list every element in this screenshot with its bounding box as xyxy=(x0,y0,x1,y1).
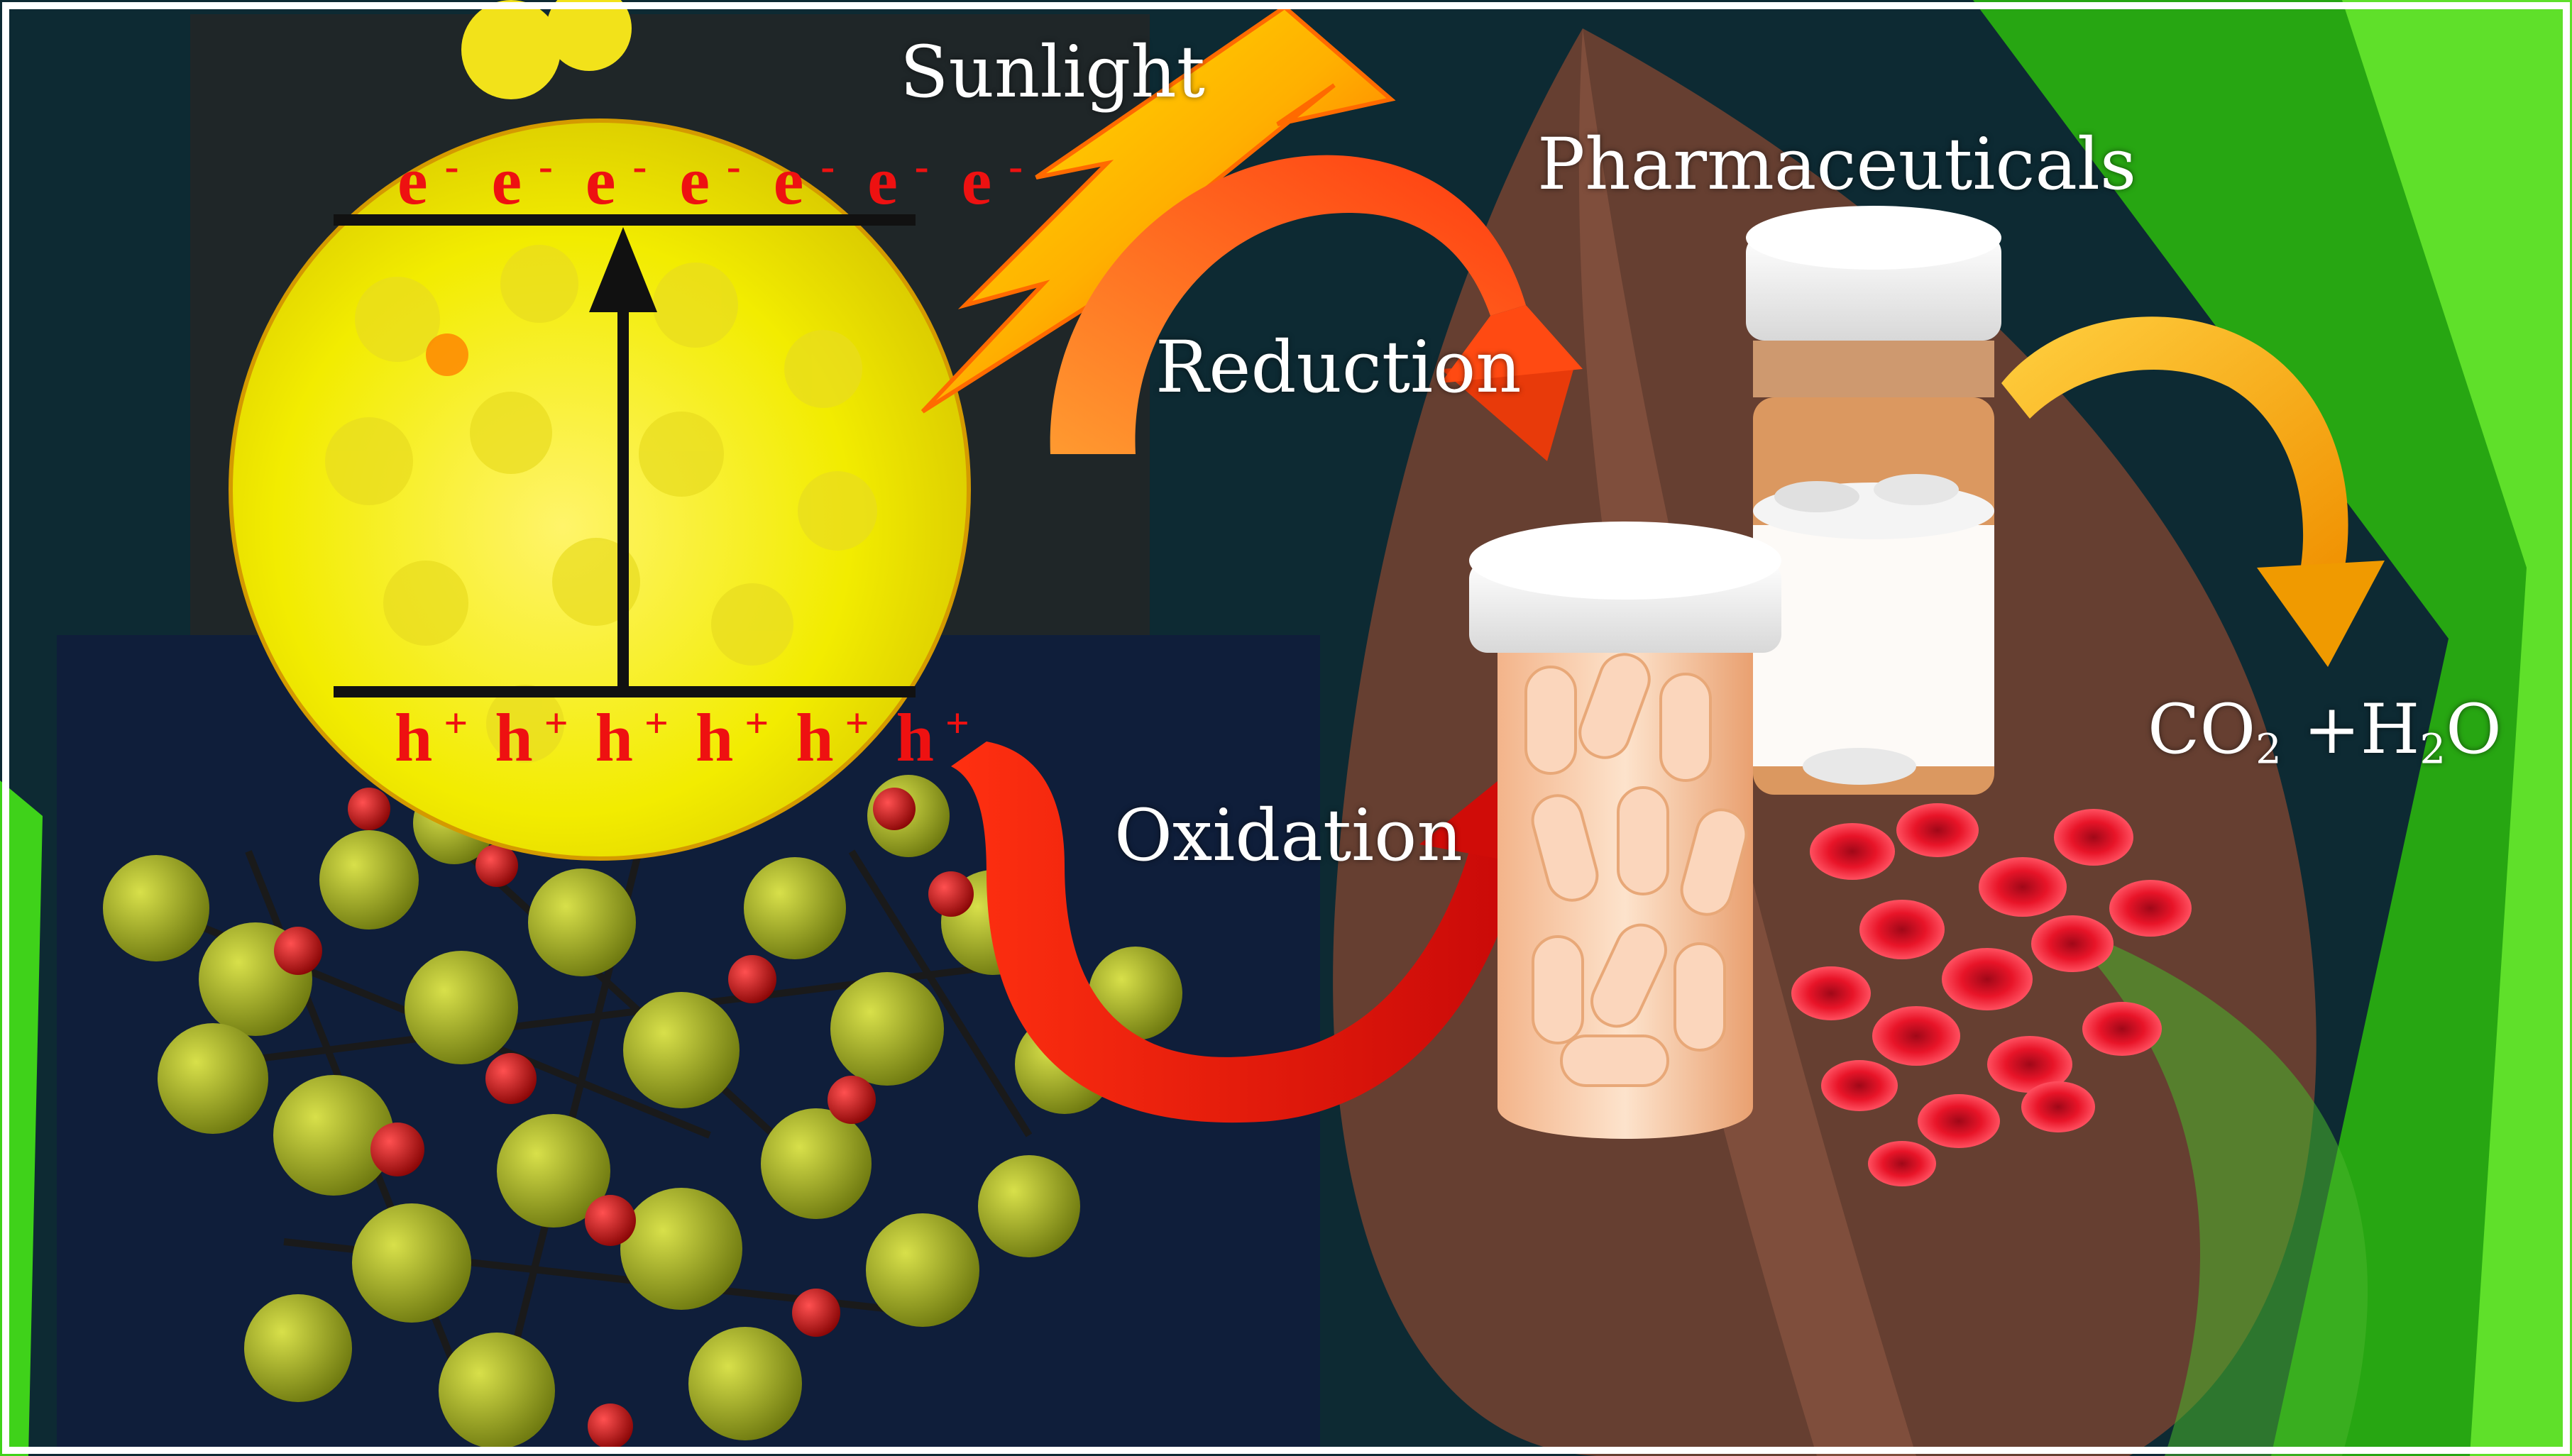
sphere-orange-dot xyxy=(426,333,468,376)
green-accent-left xyxy=(0,781,43,1456)
oxidation-label: Oxidation xyxy=(1114,794,1463,877)
top-molecule-ball-2 xyxy=(546,0,632,71)
conduction-band-electrons: e- e- e- e- e- e- e- xyxy=(397,145,1038,215)
sphere-inner-atoms xyxy=(325,245,877,763)
leaf-highlight xyxy=(2058,922,2368,1456)
hole-label: h+ xyxy=(695,699,769,776)
electron-label: e- xyxy=(961,142,1023,219)
electron-label: e- xyxy=(773,142,835,219)
electron-label: e- xyxy=(491,142,553,219)
products-label: CO2 +H2O xyxy=(2148,690,2502,773)
valence-band-holes: h+ h+ h+ h+ h+ h+ xyxy=(395,702,979,772)
reduction-arrow-icon xyxy=(1050,155,1583,461)
green-accent-right-light xyxy=(2342,0,2572,1456)
pharmaceuticals-label: Pharmaceuticals xyxy=(1537,123,2137,206)
hole-label: h+ xyxy=(796,699,869,776)
hole-label: h+ xyxy=(495,699,568,776)
top-molecule-ball xyxy=(461,0,561,99)
excitation-arrow-icon xyxy=(589,227,657,692)
sunlight-label: Sunlight xyxy=(900,31,1205,114)
reduction-label: Reduction xyxy=(1155,326,1522,409)
front-capsule-bottle xyxy=(1469,522,1781,1139)
red-blood-cells xyxy=(1791,803,2192,1186)
hole-label: h+ xyxy=(595,699,669,776)
electron-label: e- xyxy=(397,142,459,219)
molecule-atoms xyxy=(103,773,1182,1449)
green-accent-right xyxy=(1973,0,2572,1456)
lightning-bolt-icon xyxy=(920,4,1396,414)
hole-label: h+ xyxy=(896,699,969,776)
electron-label: e- xyxy=(679,142,741,219)
hole-label: h+ xyxy=(395,699,468,776)
electron-label: e- xyxy=(867,142,929,219)
degradation-arrow-icon xyxy=(2001,316,2385,667)
electron-label: e- xyxy=(585,142,647,219)
back-pill-bottle xyxy=(1746,206,2001,795)
